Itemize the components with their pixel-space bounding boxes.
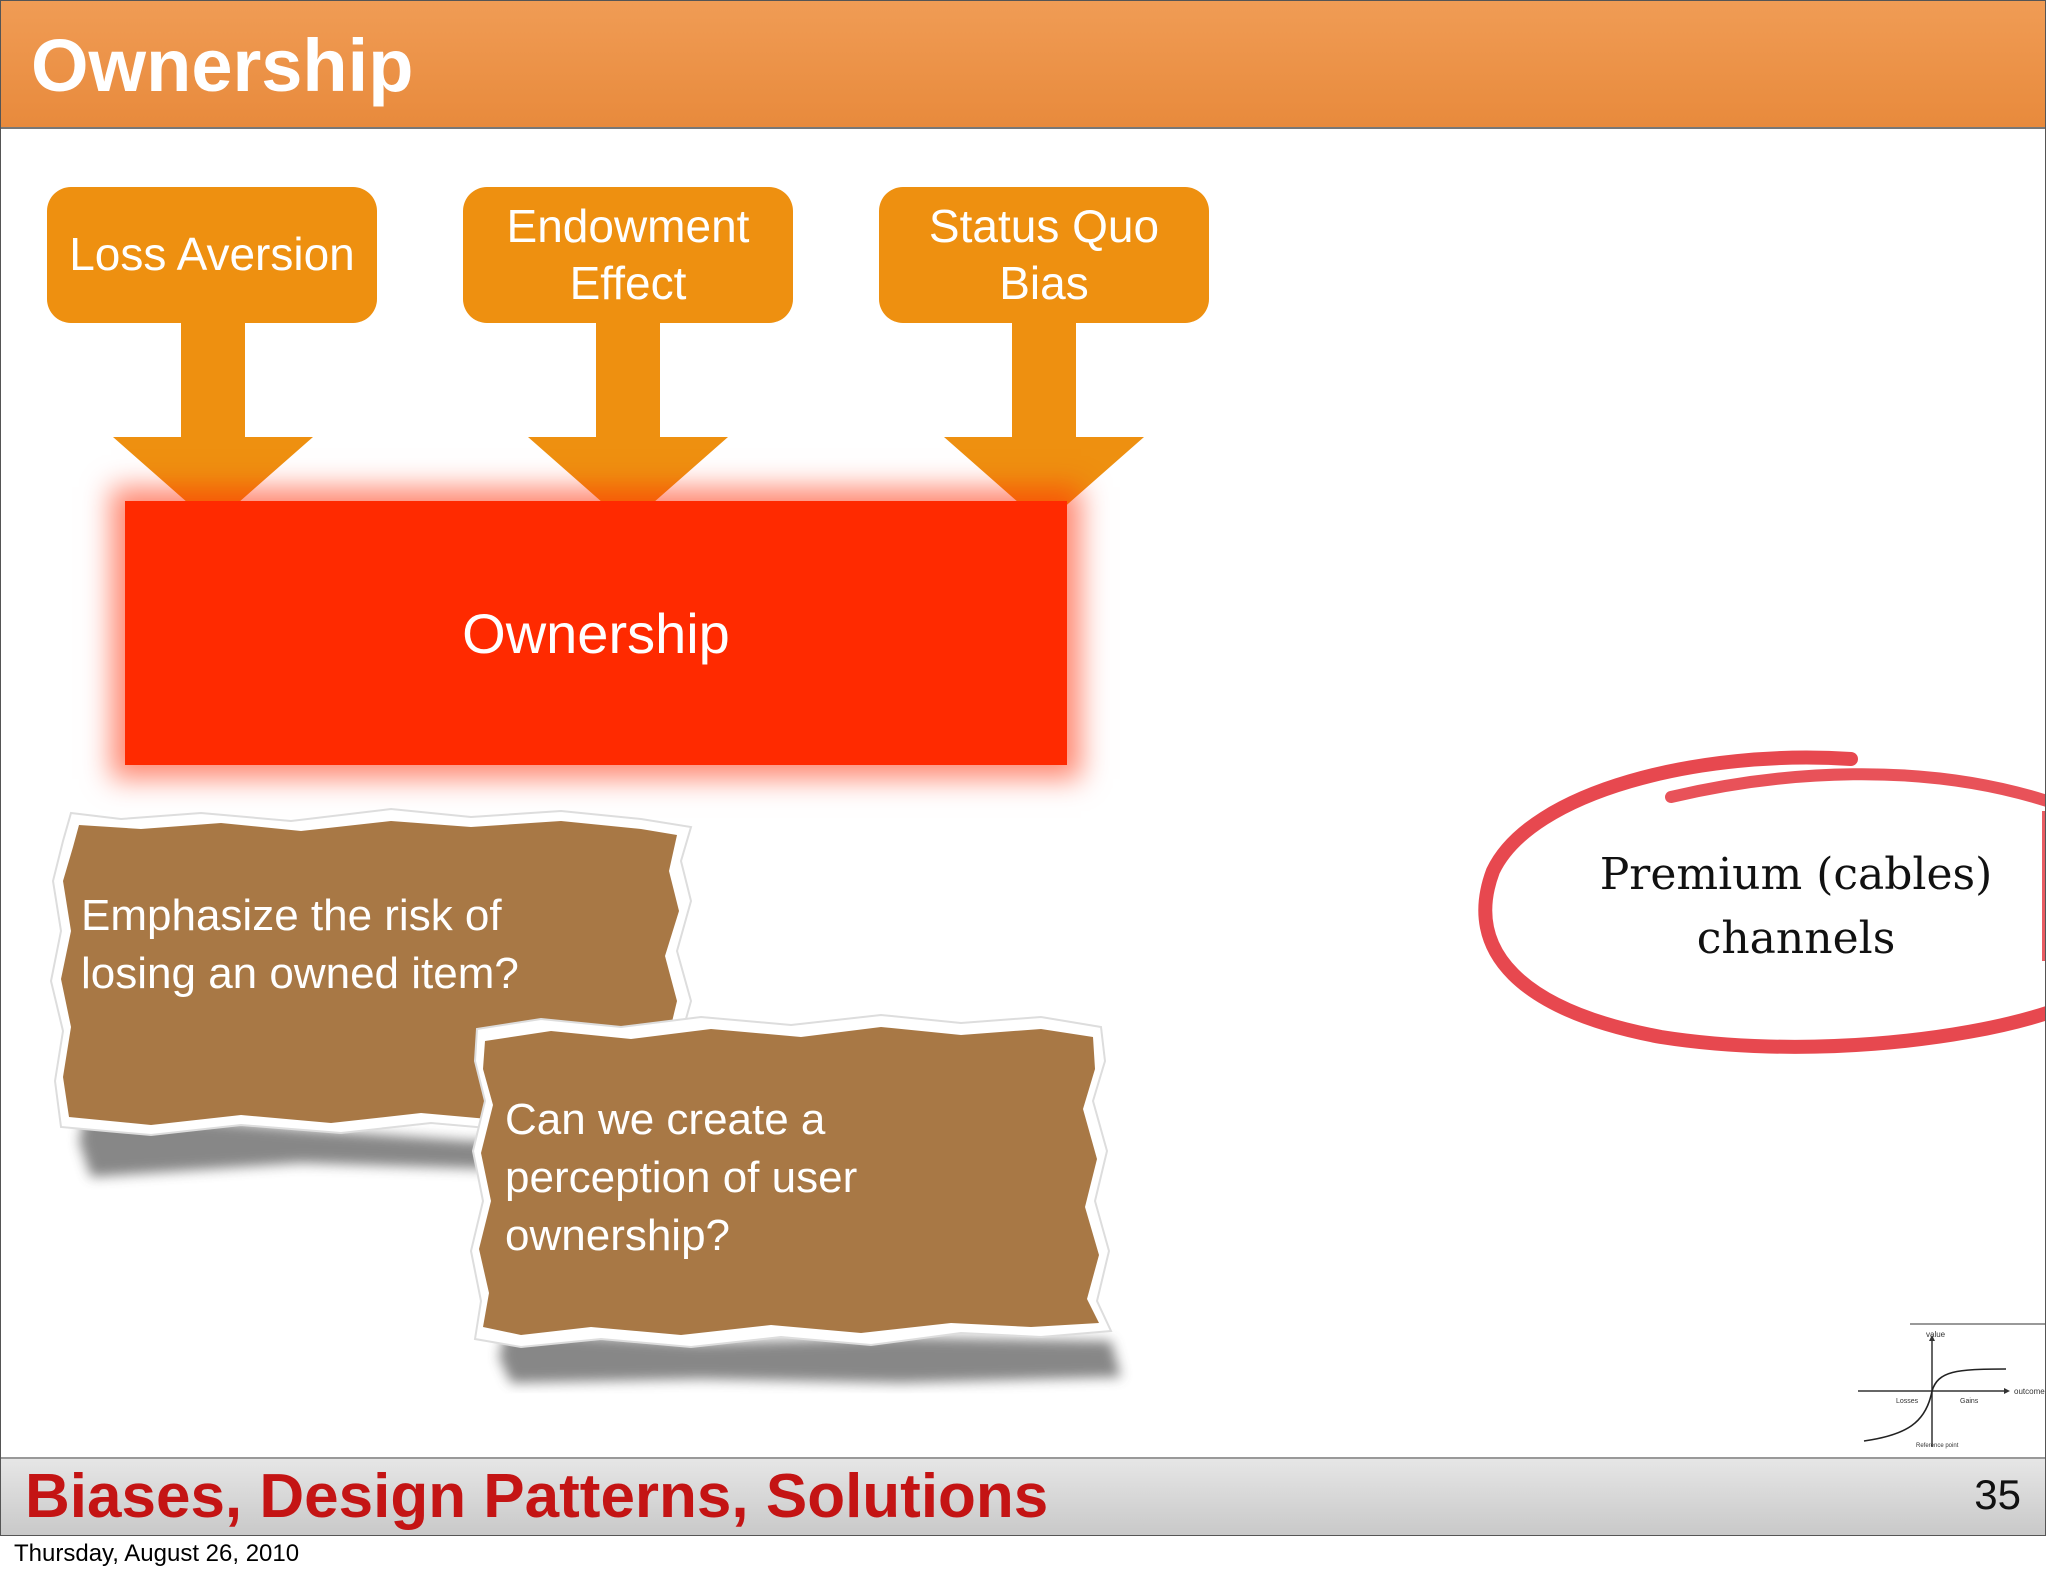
note-line: Emphasize the risk of <box>81 891 502 940</box>
bias-label-line: Effect <box>569 257 687 309</box>
bias-label-line: Status Quo <box>928 199 1160 252</box>
footer-title: Biases, Design Patterns, Solutions <box>25 1462 1049 1531</box>
bias-box-loss-aversion: Loss Aversion <box>47 187 377 323</box>
callout-line: channels <box>1696 912 1896 964</box>
circle-stroke-top <box>1665 768 2045 807</box>
note-line: ownership? <box>505 1211 731 1261</box>
mini-label-value: value <box>1926 1330 1946 1339</box>
footer-bar <box>1 1457 2045 1535</box>
slide-title: Ownership <box>31 24 414 107</box>
note-2-text: Can we create a perception of user owner… <box>505 1091 857 1265</box>
red-circle-annotation <box>1478 750 2045 1054</box>
callout-line: Premium (cables) <box>1599 849 1993 900</box>
mini-label-outcome: outcome <box>2014 1387 2045 1396</box>
bias-label-line: Endowment <box>506 199 750 252</box>
value-function-thumbnail: value outcome Losses Gains Reference poi… <box>1858 1323 2045 1449</box>
arrows <box>113 321 1144 525</box>
premium-channels-text: Premium (cables) channels <box>1531 843 2045 971</box>
mini-label-gains: Gains <box>1960 1398 1979 1405</box>
arrow-endowment-effect <box>528 321 728 525</box>
date-stamp: Thursday, August 26, 2010 <box>14 1540 300 1567</box>
mini-label-losses: Losses <box>1896 1398 1919 1405</box>
paper-note-2 <box>479 1027 1099 1335</box>
ownership-label: Ownership <box>462 602 730 665</box>
page-number: 35 <box>1974 1471 2021 1518</box>
circle-stroke <box>1478 750 2045 1054</box>
note-line: perception of user <box>505 1153 858 1203</box>
mini-label-reference-point: Reference point <box>1916 1443 1959 1449</box>
note-line: Can we create a <box>505 1095 826 1144</box>
arrow-loss-aversion <box>113 321 313 525</box>
ownership-box <box>125 501 1067 765</box>
note-1-text: Emphasize the risk of losing an owned it… <box>81 887 519 1003</box>
bias-label-line: Bias <box>999 257 1089 309</box>
note-line: losing an owned item? <box>81 949 519 999</box>
header-bar <box>1 1 2045 129</box>
arrow-status-quo-bias <box>944 321 1144 525</box>
paper-notes <box>49 807 1121 1383</box>
bias-label-line: Loss Aversion <box>69 228 355 281</box>
